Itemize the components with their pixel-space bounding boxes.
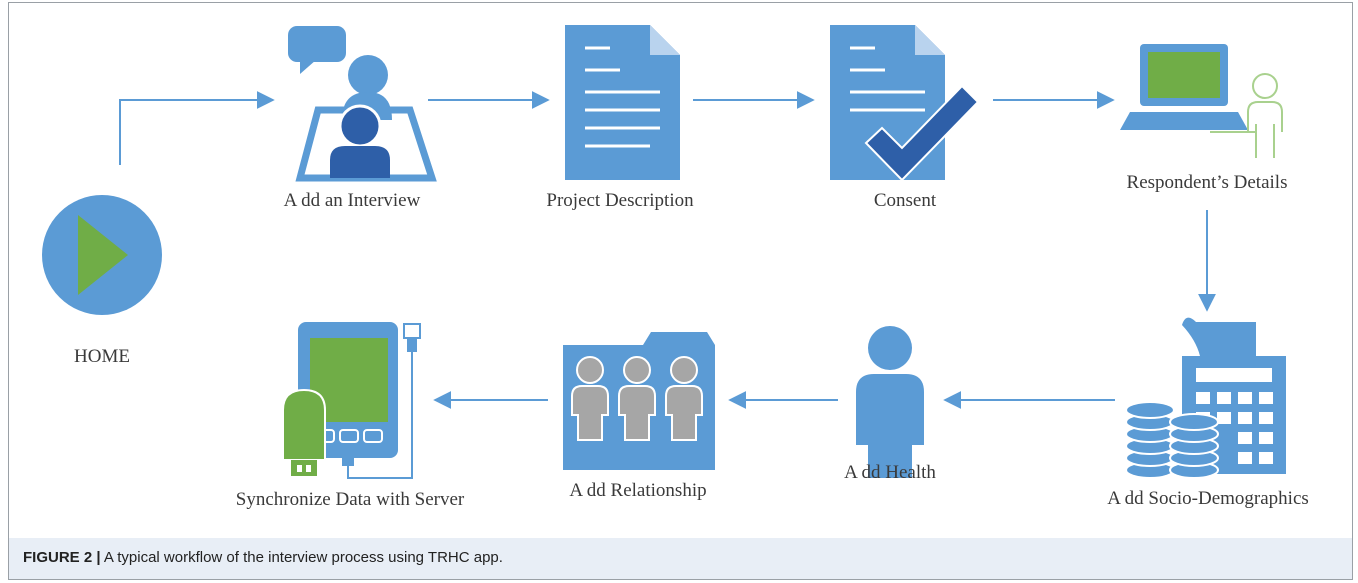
- node-label-home: HOME: [74, 346, 130, 367]
- node-home: HOME: [42, 195, 162, 367]
- node-label-project-description: Project Description: [546, 190, 694, 211]
- figure-caption: FIGURE 2 | A typical workflow of the int…: [23, 549, 503, 566]
- node-add-socio-demographics: A dd Socio-Demographics: [1107, 317, 1309, 509]
- workflow-diagram: HOME A dd an Interview: [42, 25, 1309, 510]
- node-label-add-socio-demographics: A dd Socio-Demographics: [1107, 488, 1309, 509]
- laptop-person-icon: [1120, 44, 1283, 158]
- flow-arrows: [119, 91, 1216, 409]
- figure-number: FIGURE 2 |: [23, 549, 101, 566]
- node-project-description: Project Description: [546, 25, 694, 211]
- node-label-add-relationship: A dd Relationship: [569, 480, 706, 501]
- caption-bar: FIGURE 2 | A typical workflow of the int…: [8, 538, 1353, 580]
- node-label-respondent-details: Respondent’s Details: [1127, 172, 1288, 193]
- node-add-health: A dd Health A dd Health: [844, 326, 936, 483]
- arrow-home-to-interview: [119, 91, 275, 165]
- node-label-add-interview: A dd an Interview: [284, 190, 421, 211]
- person-icon: [856, 326, 924, 478]
- people-folder-icon: [563, 332, 715, 470]
- device-usb-icon: [282, 322, 421, 479]
- node-label-add-health-visible: A dd Health: [844, 462, 936, 483]
- node-label-synchronize: Synchronize Data with Server: [236, 489, 465, 510]
- node-consent: Consent: [830, 25, 980, 211]
- node-add-relationship: A dd Relationship: [563, 332, 715, 501]
- caption-text: A typical workflow of the interview proc…: [100, 549, 503, 566]
- node-add-interview: A dd an Interview: [284, 26, 437, 211]
- interview-icon: [288, 26, 437, 182]
- play-icon: [42, 195, 162, 315]
- calculator-coins-icon: [1125, 317, 1286, 479]
- node-respondent-details: Respondent’s Details: [1120, 44, 1287, 193]
- node-synchronize: Synchronize Data with Server: [236, 322, 465, 510]
- document-check-icon: [830, 25, 980, 182]
- document-icon: [565, 25, 680, 180]
- node-label-consent: Consent: [874, 190, 937, 211]
